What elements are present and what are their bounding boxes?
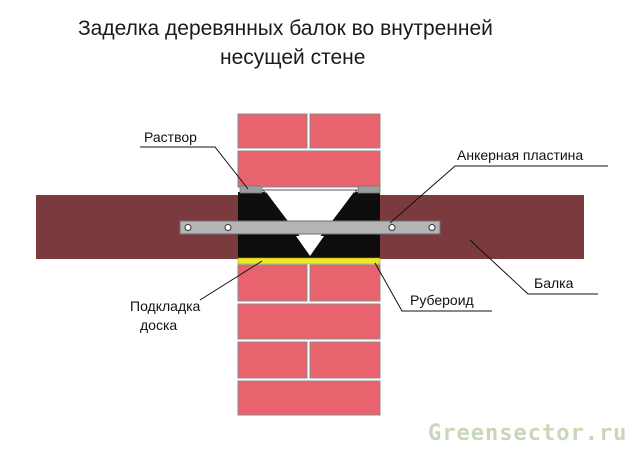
label-roofing-felt: Рубероид [410,292,474,308]
title-line-2: несущей стене [220,46,365,69]
leader-beam [469,239,598,295]
mortar-bed-right [357,185,381,194]
anchor-bolt [388,224,396,231]
brick [309,341,381,379]
brick [237,113,308,149]
cone-void-top [273,192,347,228]
brick [237,264,308,302]
brick [237,303,381,340]
brick [309,264,381,302]
roofing-felt [237,257,381,265]
upper-wall [237,113,381,188]
leader-pad-board [199,260,263,301]
label-pad-board-1: Подкладка [130,298,201,314]
label-beam: Балка [534,275,574,291]
anchor-plate [179,220,441,235]
brick [309,113,381,149]
watermark: Greensector.ru [428,421,627,446]
mortar-bed-left [239,185,263,194]
title-line-1: Заделка деревянных балок во внутренней [78,17,493,40]
label-anchor-plate: Анкерная пластина [457,147,583,163]
leader-mortar [140,146,249,190]
label-mortar: Раствор [144,129,197,145]
label-pad-board-2: доска [140,317,177,333]
brick [237,150,381,188]
brick [237,380,381,416]
anchor-bolt [428,224,436,231]
anchor-bolt [184,224,192,231]
lower-wall [237,264,381,416]
anchor-bolt [224,224,232,231]
cone-void-bottom [296,236,324,256]
brick [237,341,308,379]
leader-anchor-plate [389,165,608,224]
leader-roofing-felt [374,262,492,312]
